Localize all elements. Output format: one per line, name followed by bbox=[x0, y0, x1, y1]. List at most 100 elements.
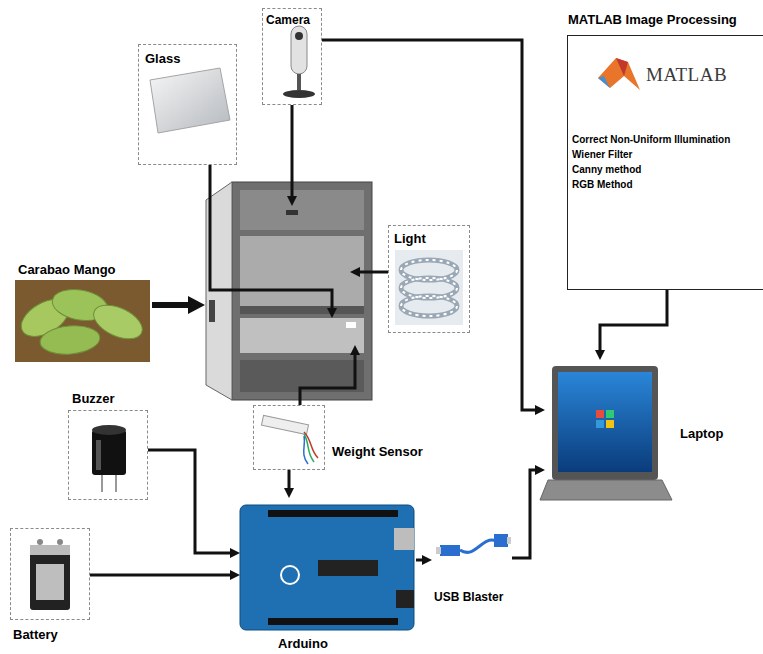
usb-cable bbox=[494, 534, 508, 547]
method-item: Correct Non-Uniform Illumination bbox=[572, 134, 730, 145]
camera-icon bbox=[297, 74, 301, 90]
buzzer-icon bbox=[92, 430, 126, 475]
connector-arrow bbox=[148, 450, 234, 553]
battery-icon bbox=[36, 564, 64, 600]
arduino-board bbox=[240, 505, 414, 630]
component-label: Buzzer bbox=[72, 391, 115, 406]
usb-cable bbox=[440, 545, 460, 556]
buzzer-icon bbox=[92, 425, 126, 492]
buzzer-box: Buzzer bbox=[68, 410, 148, 500]
component-label: Weight Sensor bbox=[332, 444, 423, 459]
arduino-board bbox=[240, 505, 414, 630]
usb-cable bbox=[460, 540, 496, 552]
usb-cable-picture: USB Blaster bbox=[432, 528, 512, 608]
glass-plate bbox=[150, 68, 230, 133]
matlab-logo bbox=[598, 76, 610, 88]
battery-icon bbox=[30, 539, 70, 610]
camera-icon bbox=[291, 26, 307, 74]
laptop-icon bbox=[552, 366, 658, 480]
chamber-illustration bbox=[346, 322, 356, 328]
battery-icon bbox=[30, 545, 70, 555]
input-arrow bbox=[152, 296, 205, 314]
weight-sensor-box: Weight Sensor bbox=[253, 405, 325, 470]
led-strip bbox=[401, 296, 457, 316]
logo-text: MATLAB bbox=[646, 64, 727, 86]
flow-arrow bbox=[291, 105, 294, 200]
buzzer-icon bbox=[92, 425, 126, 435]
led-strip bbox=[395, 250, 463, 325]
laptop-icon bbox=[540, 366, 672, 500]
connector-arrow bbox=[600, 290, 667, 354]
connector-arrow bbox=[288, 470, 291, 492]
battery-icon bbox=[30, 545, 70, 610]
battery-icon bbox=[57, 539, 63, 545]
input-arrow bbox=[188, 296, 205, 314]
arduino-board bbox=[396, 590, 414, 608]
mango-photo bbox=[15, 280, 150, 362]
component-label: Carabao Mango bbox=[18, 262, 116, 277]
arduino-board bbox=[281, 566, 299, 584]
load-cell-icon bbox=[261, 415, 308, 434]
camera-icon bbox=[295, 32, 303, 40]
led-strip bbox=[401, 296, 457, 316]
camera-box: Camera bbox=[262, 8, 322, 105]
load-cell-icon bbox=[304, 432, 318, 458]
laptop-icon bbox=[606, 410, 614, 418]
buzzer-icon bbox=[96, 440, 101, 470]
laptop-icon bbox=[606, 420, 614, 428]
led-strip bbox=[401, 260, 457, 280]
buzzer-icon bbox=[101, 475, 103, 492]
glass-box: Glass bbox=[138, 44, 237, 165]
chamber-illustration bbox=[240, 306, 364, 314]
laptop-icon bbox=[540, 480, 672, 500]
component-label: Camera bbox=[266, 13, 310, 27]
matlab-logo bbox=[598, 58, 640, 90]
flow-arrow bbox=[356, 271, 388, 274]
connector-arrow bbox=[322, 40, 539, 410]
input-arrow bbox=[152, 302, 190, 308]
laptop-icon bbox=[596, 420, 604, 428]
panel-heading: MATLAB Image Processing bbox=[568, 12, 737, 27]
method-item: RGB Method bbox=[572, 179, 633, 190]
arduino-board bbox=[268, 510, 398, 517]
camera-icon bbox=[283, 90, 315, 98]
component-label: Arduino bbox=[278, 636, 328, 651]
chamber-illustration bbox=[240, 318, 364, 353]
chamber-illustration bbox=[209, 300, 215, 322]
chamber-illustration bbox=[286, 210, 298, 215]
arduino-board bbox=[318, 560, 378, 576]
usb-cable bbox=[436, 547, 441, 554]
glass-plate bbox=[150, 68, 230, 133]
load-cell-icon bbox=[304, 434, 314, 462]
component-label: Laptop bbox=[680, 426, 723, 441]
method-item: Wiener Filter bbox=[572, 149, 632, 160]
light-box: Light bbox=[388, 225, 470, 333]
connector-arrow bbox=[416, 559, 426, 562]
arduino-board bbox=[268, 618, 398, 625]
software-panel: MATLAB Image ProcessingMATLABCorrect Non… bbox=[567, 35, 763, 290]
led-strip bbox=[395, 250, 463, 325]
laptop-picture: Laptop bbox=[545, 360, 730, 502]
usb-cable bbox=[507, 537, 511, 544]
component-label: Glass bbox=[145, 51, 180, 66]
mango-picture: Carabao Mango bbox=[15, 262, 150, 362]
arduino-board bbox=[394, 528, 414, 550]
battery-icon bbox=[37, 539, 43, 545]
matlab-logo bbox=[598, 58, 640, 90]
component-label: Light bbox=[394, 231, 426, 246]
laptop-icon bbox=[596, 410, 604, 418]
laptop-icon bbox=[558, 372, 652, 472]
chamber-illustration bbox=[240, 190, 364, 230]
matlab-logo bbox=[616, 58, 628, 76]
led-strip bbox=[401, 278, 457, 298]
mango-photo bbox=[39, 323, 101, 356]
component-label: USB Blaster bbox=[434, 590, 503, 604]
battery-box: Battery bbox=[10, 528, 90, 620]
mango-photo bbox=[15, 280, 150, 362]
arduino-picture: Arduino bbox=[240, 498, 416, 654]
usb-cable bbox=[436, 534, 511, 556]
method-item: Canny method bbox=[572, 164, 641, 175]
